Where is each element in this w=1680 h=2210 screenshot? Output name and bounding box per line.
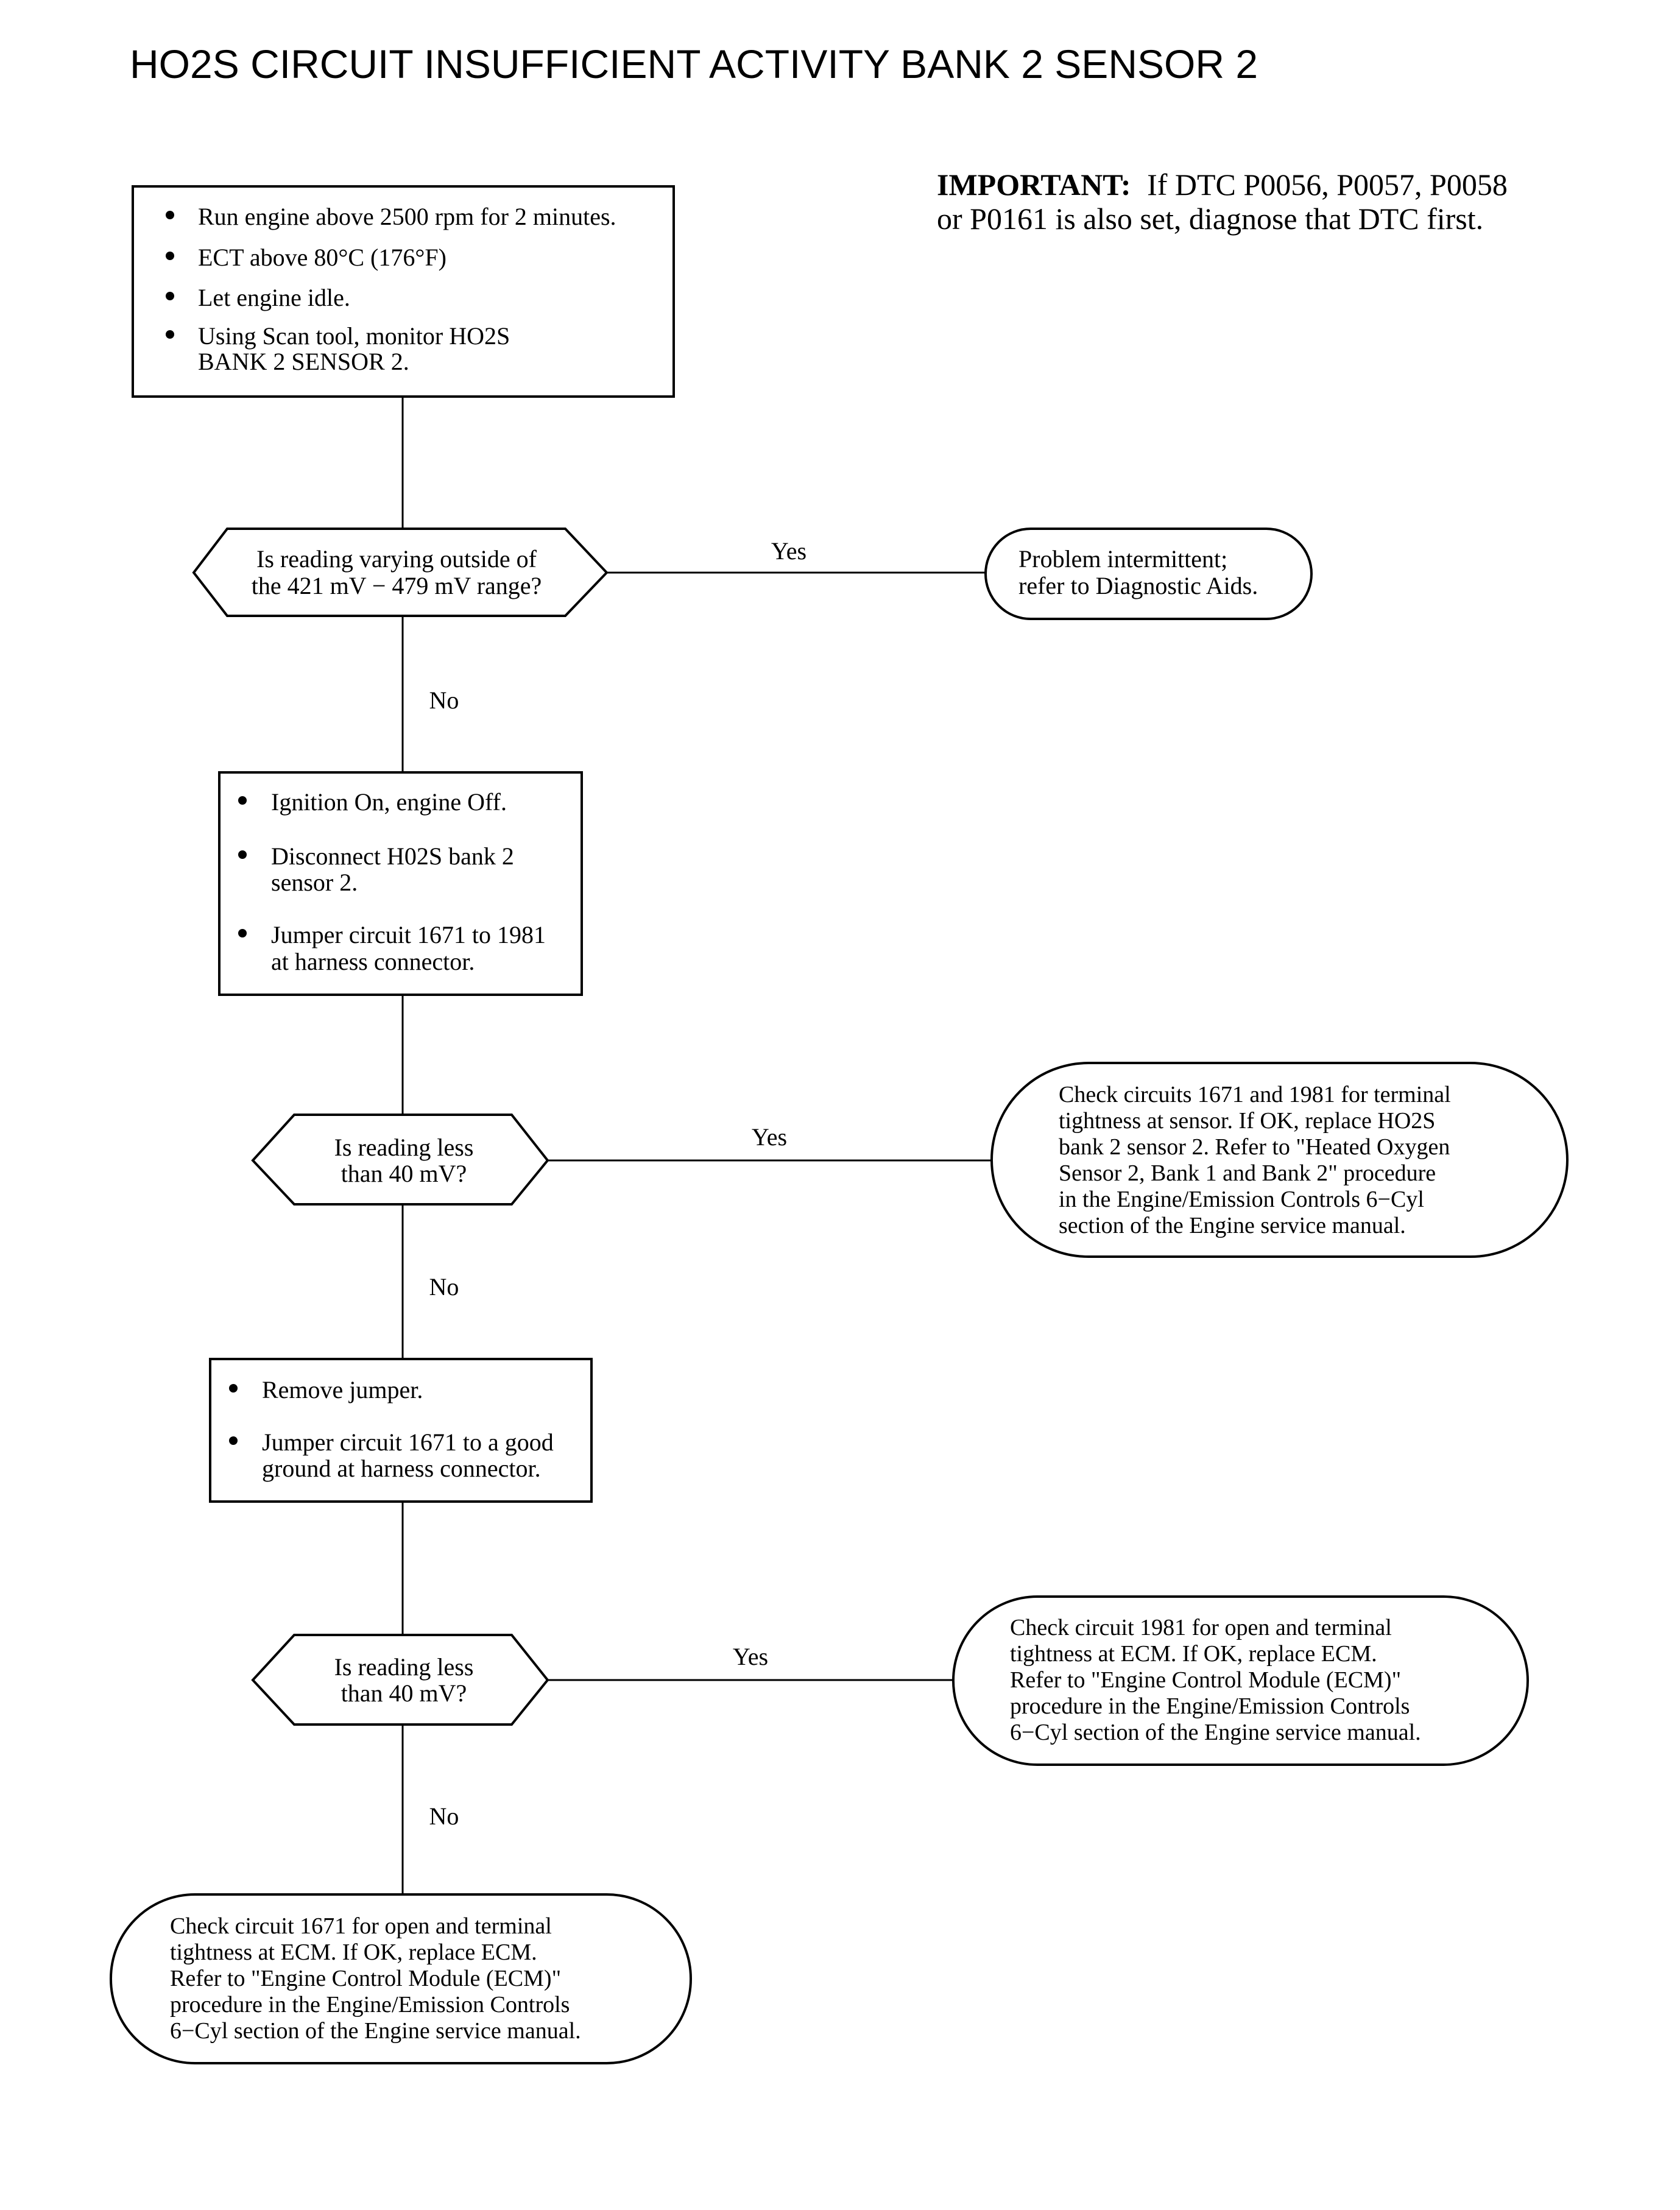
bullet-marker (229, 1384, 238, 1393)
yes-label-3: Yes (733, 1643, 768, 1670)
step2-box: Ignition On, engine Off. Disconnect H02S… (218, 771, 583, 996)
important-note: IMPORTANT: If DTC P0056, P0057, P0058 or… (937, 168, 1508, 236)
bullet-marker (238, 929, 247, 937)
step1-item-2: ECT above 80°C (176°F) (198, 244, 446, 271)
result2-terminal: Check circuits 1671 and 1981 for termina… (990, 1062, 1569, 1258)
result4-terminal: Check circuit 1671 for open and terminal… (110, 1893, 692, 2064)
step2-item-3-line2: at harness connector. (271, 948, 475, 975)
result3-line5: 6−Cyl section of the Engine service manu… (1010, 1720, 1421, 1745)
decision3-diamond: Is reading less than 40 mV? (251, 1634, 549, 1726)
bullet-marker (166, 252, 174, 260)
bullet-marker (166, 292, 174, 300)
step2-item-1: Ignition On, engine Off. (271, 788, 507, 816)
step1-item-4-line2: BANK 2 SENSOR 2. (198, 348, 409, 375)
result3-terminal: Check circuit 1981 for open and terminal… (952, 1595, 1529, 1766)
result4-line1: Check circuit 1671 for open and terminal (170, 1913, 552, 1939)
no-label-2: No (429, 1273, 459, 1301)
decision3-line2: than 40 mV? (341, 1679, 467, 1707)
decision2-line2: than 40 mV? (341, 1160, 467, 1187)
no-label-1: No (429, 687, 459, 714)
bullet-marker (238, 796, 247, 805)
result2-line5: in the Engine/Emission Controls 6−Cyl (1059, 1187, 1424, 1212)
step3-item-1: Remove jumper. (262, 1376, 423, 1403)
important-line2: or P0161 is also set, diagnose that DTC … (937, 202, 1483, 236)
decision1-line1: Is reading varying outside of (256, 545, 537, 573)
result1-line2: refer to Diagnostic Aids. (1018, 572, 1258, 599)
decision2-line1: Is reading less (334, 1134, 474, 1161)
connectors (401, 397, 992, 1894)
result1-terminal: Problem intermittent; refer to Diagnosti… (984, 528, 1313, 620)
no-label-3: No (429, 1802, 459, 1830)
bullet-marker (166, 211, 174, 219)
yes-label-1: Yes (771, 537, 806, 565)
bullet-marker (229, 1436, 238, 1445)
result2-line4: Sensor 2, Bank 1 and Bank 2" procedure (1059, 1160, 1436, 1186)
bullet-marker (166, 330, 174, 339)
step2-item-3-line1: Jumper circuit 1671 to 1981 (271, 921, 546, 948)
bullet-marker (238, 850, 247, 859)
step1-item-4-line1: Using Scan tool, monitor HO2S (198, 322, 510, 350)
decision2-diamond: Is reading less than 40 mV? (251, 1114, 549, 1206)
result3-line1: Check circuit 1981 for open and terminal (1010, 1615, 1392, 1640)
step1-box: Run engine above 2500 rpm for 2 minutes.… (132, 185, 675, 398)
result4-line5: 6−Cyl section of the Engine service manu… (170, 2018, 581, 2044)
result2-line2: tightness at sensor. If OK, replace HO2S (1059, 1108, 1435, 1134)
decision3-line1: Is reading less (334, 1653, 474, 1681)
step3-item-2-line1: Jumper circuit 1671 to a good (262, 1428, 554, 1456)
step3-box: Remove jumper. Jumper circuit 1671 to a … (209, 1358, 593, 1503)
decision1-line2: the 421 mV − 479 mV range? (252, 572, 542, 599)
page-title: HO2S CIRCUIT INSUFFICIENT ACTIVITY BANK … (130, 41, 1258, 86)
step1-item-3: Let engine idle. (198, 284, 350, 311)
result3-line2: tightness at ECM. If OK, replace ECM. (1010, 1641, 1377, 1667)
result3-line4: procedure in the Engine/Emission Control… (1010, 1693, 1410, 1719)
result4-line2: tightness at ECM. If OK, replace ECM. (170, 1940, 537, 1965)
result4-line3: Refer to "Engine Control Module (ECM)" (170, 1966, 561, 1991)
result2-line6: section of the Engine service manual. (1059, 1213, 1406, 1238)
step1-item-1: Run engine above 2500 rpm for 2 minutes. (198, 203, 616, 230)
important-line1: If DTC P0056, P0057, P0058 (1147, 168, 1508, 202)
step2-item-2-line1: Disconnect H02S bank 2 (271, 842, 514, 870)
step3-item-2-line2: ground at harness connector. (262, 1455, 541, 1482)
decision1-diamond: Is reading varying outside of the 421 mV… (192, 528, 609, 617)
result2-line1: Check circuits 1671 and 1981 for termina… (1059, 1082, 1451, 1107)
svg-text:IMPORTANT: If DTC P0056,: IMPORTANT: If DTC P0056, P0057, P0058 (937, 168, 1508, 202)
result2-line3: bank 2 sensor 2. Refer to "Heated Oxygen (1059, 1134, 1450, 1160)
result4-line4: procedure in the Engine/Emission Control… (170, 1992, 570, 2018)
result1-line1: Problem intermittent; (1018, 545, 1227, 573)
yes-label-2: Yes (752, 1123, 787, 1151)
important-label: IMPORTANT: (937, 168, 1131, 202)
step2-item-2-line2: sensor 2. (271, 869, 358, 896)
result3-line3: Refer to "Engine Control Module (ECM)" (1010, 1667, 1401, 1693)
